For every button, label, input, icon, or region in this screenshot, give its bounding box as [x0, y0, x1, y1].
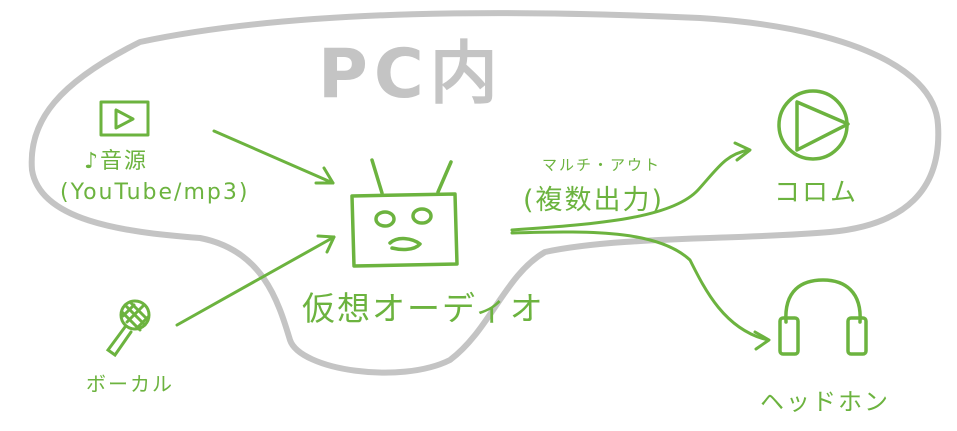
arrow-music-to-audio: [212, 129, 335, 185]
play-screen-icon: [99, 100, 150, 137]
pc-region-title: PC内: [318, 35, 504, 114]
headphones-destination-label: ヘッドホン: [760, 388, 890, 416]
music-source-label: ♪音源: [84, 149, 149, 174]
virtual-audio-label: 仮想オーディオ: [302, 289, 545, 328]
robot-box-icon: [350, 158, 459, 268]
play-circle-icon: [777, 89, 850, 161]
stream-destination-label: コロム: [774, 178, 859, 208]
music-source-sublabel: (YouTube/mp3): [60, 180, 250, 205]
multi-out-caption: マルチ・アウト: [542, 156, 662, 174]
arrow-audio-to-headphones: [510, 230, 771, 351]
multi-out-label: (複数出力): [523, 185, 665, 216]
arrow-audio-to-stream: [510, 141, 752, 232]
flow-arrows: [175, 129, 771, 351]
arrow-vocal-to-audio: [175, 234, 336, 327]
pc-region-outline: [28, 10, 942, 376]
vocal-source-label: ボーカル: [86, 372, 174, 396]
headphones-icon: [778, 278, 868, 356]
microphone-icon: [105, 299, 151, 358]
